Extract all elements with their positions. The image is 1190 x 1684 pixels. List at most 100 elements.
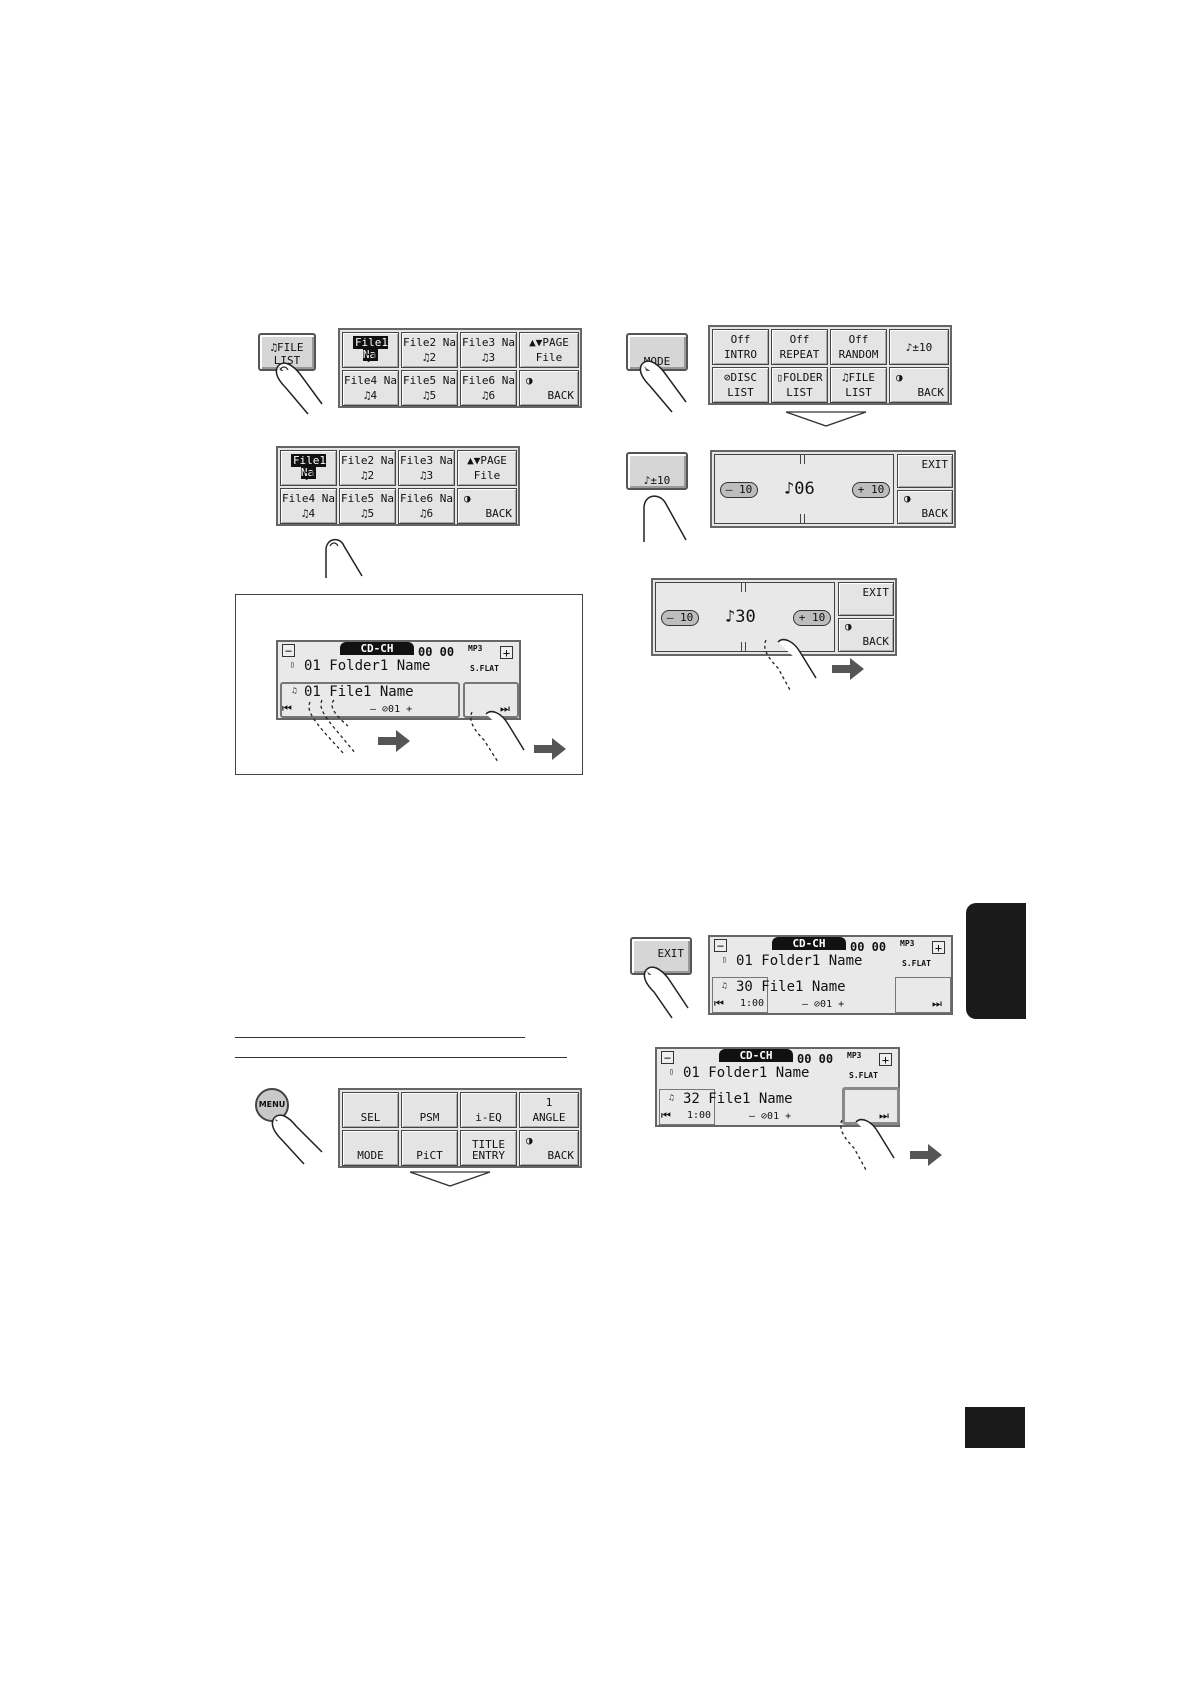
intro-label: INTRO: [723, 348, 758, 361]
track-time: 1:00: [740, 998, 765, 1009]
minus-button[interactable]: −: [661, 1051, 674, 1064]
timer-icon: ◑: [526, 1134, 533, 1147]
file-cell-4[interactable]: File4 Na ♫4: [342, 370, 399, 406]
minus-10-button[interactable]: — 10: [720, 482, 758, 498]
file-cell-1[interactable]: File1 Na ♫1: [280, 450, 337, 486]
dragging-finger-icon: [764, 638, 817, 691]
pict-label: PiCT: [416, 1149, 443, 1162]
mp3-badge: MP3: [900, 939, 915, 948]
file-name-4: File4 Na: [282, 492, 335, 505]
back-button[interactable]: ◑ BACK: [897, 490, 953, 524]
mode-button[interactable]: MODE: [342, 1130, 399, 1166]
file-name-5: File5 Na: [403, 374, 456, 387]
next-track-icon: ⏭: [500, 702, 510, 715]
pointing-finger-icon: [325, 538, 363, 578]
file-cell-5[interactable]: File5 Na ♫5: [401, 370, 458, 406]
disc-selector[interactable]: — ⊘01 +: [802, 999, 845, 1010]
disc-list-label-1: ⊘DISC: [723, 371, 758, 384]
file-line: 30 File1 Name: [736, 979, 846, 995]
angle-number: 1: [545, 1096, 553, 1109]
prev-track-icon[interactable]: ⏮: [661, 1109, 671, 1122]
track-area[interactable]: [659, 1089, 715, 1125]
plus-10-button[interactable]: + 10: [793, 610, 831, 626]
right-arrow-icon: [910, 1144, 942, 1166]
file-cell-3[interactable]: File3 Na ♫3: [460, 332, 517, 368]
file-cell-2[interactable]: File2 Na ♫2: [339, 450, 396, 486]
skip-10-button[interactable]: ♪±10: [626, 452, 688, 490]
skip-10-label: ♪±10: [643, 474, 671, 487]
file-cell-1[interactable]: File1 Na ♫1: [342, 332, 399, 368]
back-button[interactable]: ◑ BACK: [519, 370, 579, 406]
dragging-finger-icon: [308, 699, 357, 755]
file-num-1: ♫1: [363, 351, 378, 364]
sel-button[interactable]: SEL: [342, 1092, 399, 1128]
display-1: − CD-CH 00 00 MP3 + S.FLAT 01 Folder1 Na…: [276, 640, 521, 720]
skip-value: ♪30: [725, 607, 756, 627]
file-icon: ♫: [669, 1093, 674, 1102]
ieq-button[interactable]: i-EQ: [460, 1092, 517, 1128]
minus-10-button[interactable]: — 10: [661, 610, 699, 626]
back-button[interactable]: ◑ BACK: [519, 1130, 579, 1166]
file-cell-6[interactable]: File6 Na ♫6: [398, 488, 455, 524]
track-area[interactable]: [280, 682, 460, 718]
back-label: BACK: [485, 507, 513, 520]
divider-mark: [800, 454, 805, 464]
timer-icon: ◑: [526, 374, 533, 387]
file-list-label-1: ♫FILE: [270, 341, 304, 354]
repeat-label: REPEAT: [779, 348, 820, 361]
file-cell-4[interactable]: File4 Na ♫4: [280, 488, 337, 524]
folder-list-button[interactable]: ▯FOLDER LIST: [771, 367, 828, 403]
folder-line: 01 Folder1 Name: [683, 1065, 810, 1081]
track-area[interactable]: [712, 977, 768, 1013]
timer-icon: ◑: [896, 371, 903, 384]
file-list-grid: File1 Na ♫1 File2 Na ♫2 File3 Na ♫3 ▲▼PA…: [338, 328, 582, 408]
page-button[interactable]: ▲▼PAGE File: [519, 332, 579, 368]
back-button[interactable]: ◑ BACK: [889, 367, 949, 403]
divider-mark: [741, 642, 746, 652]
random-button[interactable]: Off RANDOM: [830, 329, 887, 365]
pointing-finger-icon: [275, 362, 323, 415]
file-cell-3[interactable]: File3 Na ♫3: [398, 450, 455, 486]
back-button[interactable]: ◑ BACK: [457, 488, 517, 524]
prev-track-icon[interactable]: ⏮: [714, 997, 724, 1010]
psm-button[interactable]: PSM: [401, 1092, 458, 1128]
file-line: 01 File1 Name: [304, 684, 414, 700]
angle-button[interactable]: 1 ANGLE: [519, 1092, 579, 1128]
next-track-button[interactable]: [895, 977, 951, 1013]
plus-10-button[interactable]: + 10: [852, 482, 890, 498]
folder-line: 01 Folder1 Name: [736, 953, 863, 969]
repeat-button[interactable]: Off REPEAT: [771, 329, 828, 365]
folder-list-label-1: ▯FOLDER: [776, 371, 823, 384]
page-label: ▲▼PAGE: [529, 336, 569, 349]
track-time: 1:00: [687, 1110, 712, 1121]
underline-rule: [235, 1057, 567, 1058]
exit-button[interactable]: EXIT: [838, 582, 894, 616]
plus-button[interactable]: +: [932, 941, 945, 954]
plus-button[interactable]: +: [500, 646, 513, 659]
plus-button[interactable]: +: [879, 1053, 892, 1066]
intro-button[interactable]: Off INTRO: [712, 329, 769, 365]
file-cell-6[interactable]: File6 Na ♫6: [460, 370, 517, 406]
file-name-6: File6 Na: [462, 374, 515, 387]
file-list-button[interactable]: ♫FILE LIST: [830, 367, 887, 403]
file-cell-2[interactable]: File2 Na ♫2: [401, 332, 458, 368]
page-button[interactable]: ▲▼PAGE File: [457, 450, 517, 486]
intro-state: Off: [730, 333, 751, 346]
disc-selector[interactable]: — ⊘01 +: [370, 704, 413, 715]
file-num-1: ♫1: [301, 469, 316, 482]
skip-panel-1: — 10 ♪06 + 10 EXIT ◑ BACK: [710, 450, 956, 528]
title-entry-button[interactable]: TITLE ENTRY: [460, 1130, 517, 1166]
minus-button[interactable]: −: [714, 939, 727, 952]
prev-track-icon[interactable]: ⏮: [282, 702, 292, 715]
pict-button[interactable]: PiCT: [401, 1130, 458, 1166]
back-label: BACK: [917, 386, 945, 399]
minus-button[interactable]: −: [282, 644, 295, 657]
display-3: − CD-CH 00 00 MP3 + S.FLAT ▯ 01 Folder1 …: [655, 1047, 900, 1127]
disc-selector[interactable]: — ⊘01 +: [749, 1111, 792, 1122]
disc-list-button[interactable]: ⊘DISC LIST: [712, 367, 769, 403]
file-cell-5[interactable]: File5 Na ♫5: [339, 488, 396, 524]
skip-10-button[interactable]: ♪±10: [889, 329, 949, 365]
file-name-3: File3 Na: [462, 336, 515, 349]
exit-button[interactable]: EXIT: [897, 454, 953, 488]
back-button[interactable]: ◑ BACK: [838, 618, 894, 652]
